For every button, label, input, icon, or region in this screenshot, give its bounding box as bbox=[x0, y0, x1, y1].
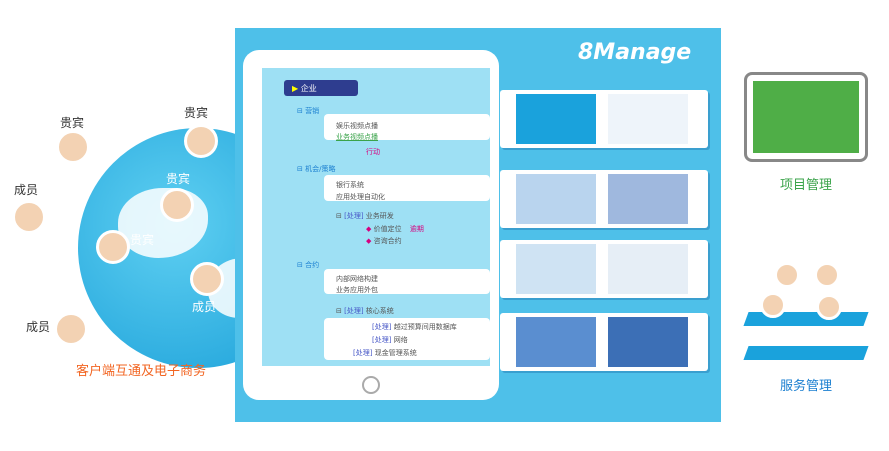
tree-node[interactable]: 业务视频点播 bbox=[336, 133, 378, 141]
root-label: 企业 bbox=[300, 84, 317, 93]
service-team-icon bbox=[743, 262, 869, 360]
service-label: 服务管理 bbox=[780, 379, 833, 394]
airplane-image bbox=[516, 94, 596, 144]
avatar bbox=[816, 294, 842, 320]
tree-node[interactable]: [处理] 现金管理系统 bbox=[353, 349, 417, 357]
image-strip bbox=[500, 170, 708, 228]
action-label: 行动 bbox=[366, 148, 380, 156]
label: 成员 bbox=[14, 183, 39, 197]
tree-node[interactable]: 业务应用外包 bbox=[336, 286, 378, 294]
box bbox=[324, 318, 490, 360]
label: 成员 bbox=[26, 320, 51, 334]
label: 贵宾 bbox=[184, 106, 209, 120]
tree-node[interactable]: ⊟ [处理] 业务研发 bbox=[336, 212, 394, 220]
tree-node[interactable]: 娱乐视频点播 bbox=[336, 122, 378, 130]
project-label: 项目管理 bbox=[780, 178, 833, 193]
desk-image bbox=[608, 244, 688, 294]
avatar bbox=[760, 292, 786, 318]
label: 贵宾 bbox=[60, 116, 85, 130]
tree-node[interactable]: ⊟ 营销 bbox=[297, 107, 320, 115]
avatar bbox=[54, 312, 88, 346]
office-image bbox=[516, 244, 596, 294]
tree-node[interactable]: ◆ 价值定位 逾期 bbox=[366, 225, 424, 233]
avatar bbox=[96, 230, 130, 264]
box bbox=[324, 269, 490, 294]
avatar bbox=[814, 262, 840, 288]
box bbox=[324, 175, 490, 201]
tree-node[interactable]: 银行系统 bbox=[336, 181, 364, 189]
team-image bbox=[608, 94, 688, 144]
tree-node[interactable]: 应用处理自动化 bbox=[336, 193, 385, 201]
logo: 8Manage bbox=[578, 40, 692, 65]
meeting-image bbox=[608, 174, 688, 224]
tree-node[interactable]: ⊟ 合约 bbox=[297, 261, 320, 269]
tree-node[interactable]: [处理] 越过预算间用数据库 bbox=[372, 323, 457, 331]
avatar bbox=[774, 262, 800, 288]
business-image bbox=[608, 317, 688, 367]
label: 贵宾 bbox=[166, 172, 191, 186]
tree-node[interactable]: [处理] 网络 bbox=[372, 336, 408, 344]
tree-root[interactable]: ▶ 企业 bbox=[284, 80, 358, 96]
tree-node[interactable]: ◆ 咨询合约 bbox=[366, 237, 402, 245]
triangle-icon: ▶ bbox=[292, 84, 299, 93]
city-image bbox=[516, 317, 596, 367]
tree-node[interactable]: 内部网络构建 bbox=[336, 275, 378, 283]
avatar bbox=[12, 200, 46, 234]
home-button-icon bbox=[362, 376, 380, 394]
label: 成员 bbox=[192, 300, 217, 314]
avatar bbox=[190, 262, 224, 296]
box bbox=[324, 114, 490, 140]
label: 贵宾 bbox=[130, 233, 155, 247]
monitor-icon bbox=[744, 72, 868, 162]
tree-node[interactable]: ⊟ 机会/策略 bbox=[297, 165, 336, 173]
caption: 客户端互通及电子商务 bbox=[76, 364, 207, 379]
avatar bbox=[56, 130, 90, 164]
avatar bbox=[160, 188, 194, 222]
tree-node[interactable]: ⊟ [处理] 核心系统 bbox=[336, 307, 394, 315]
image-strip bbox=[500, 90, 708, 148]
handshake-image bbox=[516, 174, 596, 224]
image-strip bbox=[500, 240, 708, 298]
image-strip bbox=[500, 313, 708, 371]
avatar bbox=[184, 124, 218, 158]
